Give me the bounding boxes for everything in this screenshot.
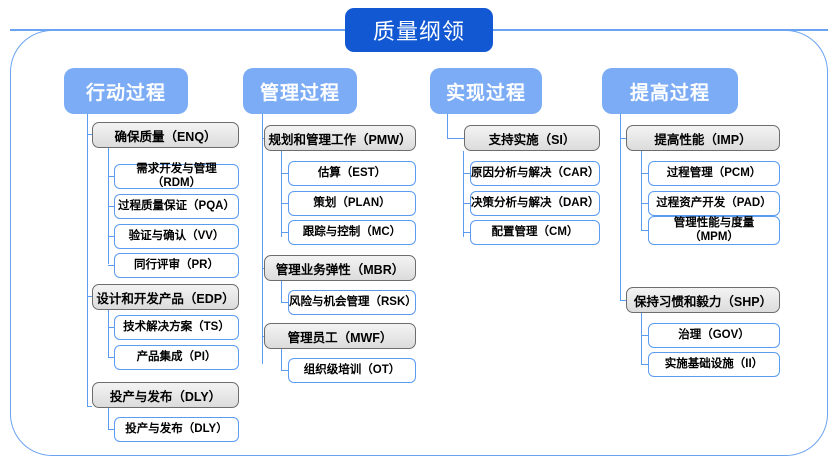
connector-pqa	[108, 206, 114, 208]
column-2-trunk	[262, 114, 264, 364]
column-header-3[interactable]: 实现过程	[430, 68, 542, 114]
leaf-ot[interactable]: 组织级培训（OT）	[288, 358, 416, 383]
leaf-pad[interactable]: 过程资产开发（PAD）	[648, 191, 780, 216]
leaf-vv[interactable]: 验证与确认（VV）	[114, 224, 239, 249]
column-4-trunk	[620, 114, 622, 301]
leaf-plan[interactable]: 策划（PLAN）	[288, 191, 416, 216]
connector-ot	[281, 370, 288, 372]
leaf-dar[interactable]: 决策分析与解决（DAR）	[470, 191, 600, 216]
connector-g12	[87, 296, 92, 298]
leaf-rsk[interactable]: 风险与机会管理（RSK）	[288, 290, 417, 315]
group-si-trunk	[463, 151, 465, 237]
group-imp[interactable]: 提高性能（IMP）	[626, 125, 780, 151]
connector-ii	[641, 364, 648, 366]
connector-vv	[108, 236, 114, 238]
connector-ts	[108, 327, 114, 329]
leaf-pi[interactable]: 产品集成（PI）	[114, 345, 239, 370]
group-pmw-trunk	[281, 151, 283, 237]
connector-plan	[281, 203, 288, 205]
group-mwf[interactable]: 管理员工（MWF）	[264, 323, 416, 349]
leaf-dly[interactable]: 投产与发布（DLY）	[114, 417, 239, 442]
column-1-trunk	[87, 114, 89, 406]
group-edp-trunk	[108, 310, 110, 358]
connector-cm	[463, 232, 470, 234]
connector-g31	[447, 138, 467, 140]
connector-rdm	[108, 176, 114, 178]
group-pmw[interactable]: 规划和管理工作（PMW）	[264, 125, 416, 151]
leaf-ii[interactable]: 实施基础设施（II）	[648, 352, 780, 377]
connector-dly-child	[108, 429, 114, 431]
connector-pr	[108, 265, 114, 267]
leaf-ts[interactable]: 技术解决方案（TS）	[114, 315, 239, 340]
group-mwf-trunk	[281, 349, 283, 371]
connector-g13	[87, 406, 92, 408]
leaf-car[interactable]: 原因分析与解决（CAR）	[470, 161, 600, 186]
group-imp-trunk	[641, 151, 643, 231]
column-header-2[interactable]: 管理过程	[243, 68, 357, 114]
connector-mc	[281, 232, 288, 234]
title-rule-right	[493, 29, 828, 31]
group-dly-trunk	[108, 408, 110, 430]
group-shp-trunk	[641, 313, 643, 365]
title-rule-left	[10, 29, 346, 31]
column-header-4[interactable]: 提高过程	[602, 68, 738, 114]
group-mbr-trunk	[281, 281, 283, 303]
leaf-cm[interactable]: 配置管理（CM）	[470, 220, 600, 245]
connector-dar	[463, 203, 470, 205]
leaf-est[interactable]: 估算（EST）	[288, 161, 416, 186]
column-3-trunk	[447, 114, 449, 139]
leaf-pr[interactable]: 同行评审（PR）	[114, 253, 239, 278]
connector-pcm	[641, 173, 648, 175]
connector-g41	[620, 138, 626, 140]
group-mbr[interactable]: 管理业务弹性（MBR）	[264, 255, 416, 281]
connector-pad	[641, 203, 648, 205]
column-header-1[interactable]: 行动过程	[64, 68, 188, 114]
leaf-pcm[interactable]: 过程管理（PCM）	[648, 161, 780, 186]
group-dly[interactable]: 投产与发布（DLY）	[92, 382, 239, 408]
connector-rsk	[281, 302, 288, 304]
connector-car	[463, 173, 470, 175]
connector-g42	[620, 300, 626, 302]
group-enq[interactable]: 确保质量（ENQ）	[92, 122, 239, 148]
leaf-mc[interactable]: 跟踪与控制（MC）	[288, 220, 416, 245]
connector-est	[281, 173, 288, 175]
group-edp[interactable]: 设计和开发产品（EDP）	[92, 284, 239, 310]
leaf-rdm[interactable]: 需求开发与管理（RDM）	[114, 163, 239, 189]
leaf-pqa[interactable]: 过程质量保证（PQA）	[114, 194, 239, 219]
group-shp[interactable]: 保持习惯和毅力（SHP）	[626, 287, 780, 313]
connector-pi	[108, 357, 114, 359]
leaf-mpm[interactable]: 管理性能与度量（MPM）	[648, 216, 780, 245]
connector-gov	[641, 335, 648, 337]
group-si[interactable]: 支持实施（SI）	[464, 125, 600, 151]
diagram-title: 质量纲领	[345, 8, 493, 52]
leaf-gov[interactable]: 治理（GOV）	[648, 323, 780, 348]
connector-mpm	[641, 230, 648, 232]
connector-g11	[87, 134, 92, 136]
